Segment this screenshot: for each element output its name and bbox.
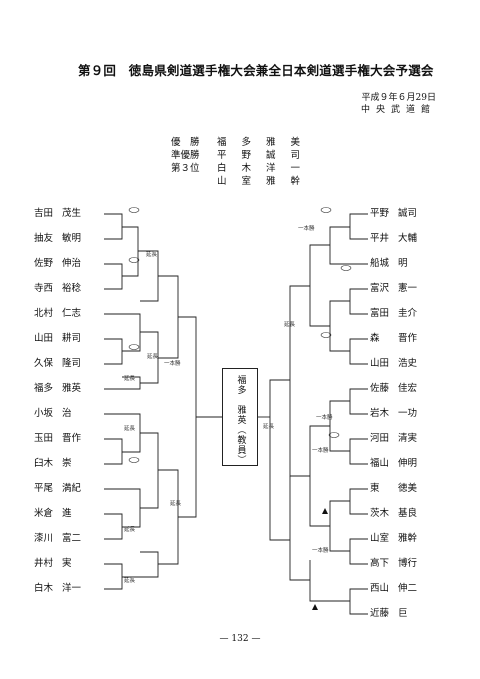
player-right: 東徳美 <box>370 483 418 494</box>
player-right: 岩木一功 <box>370 408 418 419</box>
player-left: 久保隆司 <box>34 358 82 369</box>
player-right: 佐藤佳宏 <box>370 383 418 394</box>
player-right: 西山伸二 <box>370 583 418 594</box>
player-right: 森晋作 <box>370 333 418 344</box>
player-right: 河田清実 <box>370 433 418 444</box>
player-right: 平野誠司 <box>370 208 418 219</box>
award-row: 準優勝 平野誠司 <box>171 149 315 162</box>
note-extension: 延長 <box>124 527 136 533</box>
player-left: 平尾満紀 <box>34 483 82 494</box>
award-name: 福多雅美 <box>217 137 316 148</box>
note-extension: 延長 <box>124 376 136 382</box>
champion-box: 福多 雅英（教員） <box>222 368 258 466</box>
page-number: — 132 — <box>219 634 261 644</box>
player-left: 山田耕司 <box>34 333 82 344</box>
player-right: 高下博行 <box>370 558 418 569</box>
player-right: 平井大輔 <box>370 233 418 244</box>
player-left: 白木洋一 <box>34 583 82 594</box>
award-rank: 第３位 <box>171 163 200 174</box>
note-one-point: 一本勝 <box>298 226 315 232</box>
note-extension: 延長 <box>284 322 296 328</box>
right-bracket <box>256 213 368 615</box>
note-extension: 延長 <box>263 424 275 430</box>
award-rank: 準優勝 <box>171 150 200 161</box>
player-right: 富田圭介 <box>370 308 418 319</box>
player-left: 吉田茂生 <box>34 208 82 219</box>
event-date: 平成９年６月29日 <box>361 93 436 103</box>
note-one-point: 一本勝 <box>312 548 329 554</box>
player-right: 船城明 <box>370 258 408 269</box>
event-venue: 中央武道館 <box>360 105 436 115</box>
player-right: 山室雅幹 <box>370 533 418 544</box>
award-row: 山室雅幹 <box>171 175 315 188</box>
award-name: 白木洋一 <box>217 163 316 174</box>
award-row: 優 勝 福多雅美 <box>171 136 315 149</box>
note-extension: 延長 <box>124 426 136 432</box>
note-one-point: 一本勝 <box>316 415 333 421</box>
page-title: 第９回 徳島県剣道選手権大会兼全日本剣道選手権大会予選会 <box>78 63 434 78</box>
player-left: 寺西裕稔 <box>34 283 82 294</box>
awards-list: 優 勝 福多雅美 準優勝 平野誠司 第３位 白木洋一 山室雅幹 <box>171 136 315 188</box>
left-bracket <box>104 213 222 590</box>
note-extension: 延長 <box>170 501 182 507</box>
champion-name: 福多 雅英（教員） <box>235 375 246 465</box>
player-left: 玉田晋作 <box>34 433 82 444</box>
player-left: 抽友敏明 <box>34 233 82 244</box>
award-name: 平野誠司 <box>217 150 316 161</box>
player-left: 福多雅英 <box>34 383 82 394</box>
award-rank: 優 勝 <box>171 137 200 148</box>
award-name: 山室雅幹 <box>217 176 316 187</box>
note-extension: 延長 <box>147 354 159 360</box>
player-left: 米倉進 <box>34 508 72 519</box>
player-left: 臼木崇 <box>34 458 72 469</box>
player-left: 井村実 <box>34 558 72 569</box>
award-row: 第３位 白木洋一 <box>171 162 315 175</box>
note-extension: 延長 <box>146 252 158 258</box>
player-left: 北村仁志 <box>34 308 82 319</box>
player-left: 漆川富二 <box>34 533 82 544</box>
match-markers <box>128 207 352 463</box>
player-right: 山田浩史 <box>370 358 418 369</box>
triangle-markers <box>312 508 328 610</box>
player-right: 近藤巨 <box>370 608 408 619</box>
note-one-point: 一本勝 <box>312 448 329 454</box>
player-left: 小坂治 <box>34 408 72 419</box>
player-left: 佐野伸治 <box>34 258 82 269</box>
player-right: 富沢憲一 <box>370 283 418 294</box>
note-one-point: 一本勝 <box>164 361 181 367</box>
player-right: 福山伸明 <box>370 458 418 469</box>
player-right: 茨木基良 <box>370 508 418 519</box>
note-extension: 延長 <box>124 578 136 584</box>
